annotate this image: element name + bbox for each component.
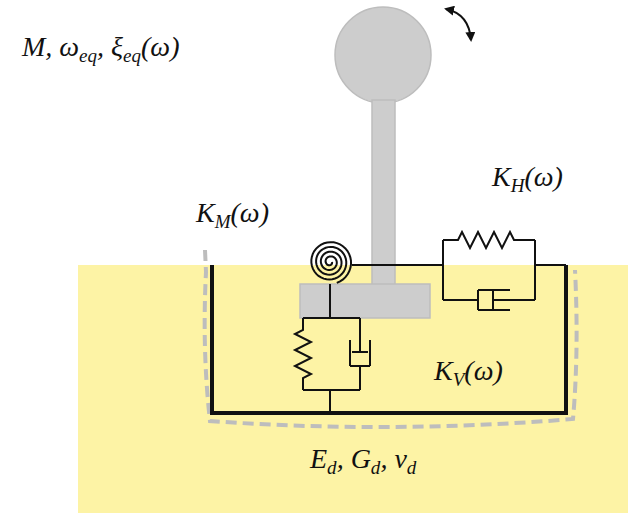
structure bbox=[300, 7, 431, 318]
rotation-arrow bbox=[446, 9, 471, 40]
spring-symbol bbox=[443, 232, 535, 248]
spring-symbol bbox=[295, 318, 311, 390]
horizontal-stiffness-label: KH(ω) bbox=[492, 160, 563, 194]
horizontal-spring-dashpot bbox=[352, 232, 566, 310]
foundation bbox=[212, 265, 566, 413]
soil bbox=[78, 265, 628, 513]
dashpot-symbol bbox=[350, 318, 370, 390]
rotational-spring-symbol bbox=[311, 242, 351, 283]
structure-parameters: M, ωeq, ξeq(ω) bbox=[22, 30, 179, 64]
link bbox=[352, 240, 566, 300]
mass bbox=[335, 7, 431, 103]
soil-parameters: Ed, Gd, νd bbox=[310, 442, 416, 476]
vertical-spring-dashpot bbox=[295, 284, 370, 413]
rocking-stiffness-label: KM(ω) bbox=[196, 196, 269, 230]
link bbox=[303, 284, 360, 413]
base bbox=[300, 284, 430, 318]
deformed-outline bbox=[205, 250, 577, 427]
column bbox=[372, 100, 395, 288]
dashpot-symbol bbox=[443, 290, 535, 310]
vertical-stiffness-label: KV(ω) bbox=[434, 354, 503, 388]
